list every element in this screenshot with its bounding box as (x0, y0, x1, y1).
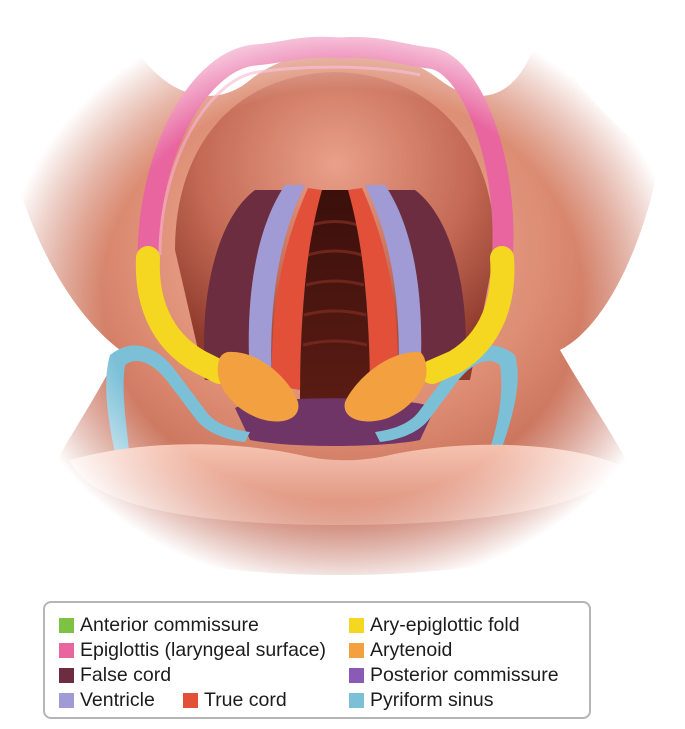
legend-item-false-cord: False cord (59, 663, 171, 687)
legend-label: Pyriform sinus (370, 688, 494, 711)
legend: Anterior commissure Epiglottis (laryngea… (43, 601, 591, 719)
legend-item-pyriform-sinus: Pyriform sinus (349, 688, 494, 712)
legend-label: Posterior commissure (370, 663, 559, 686)
legend-label: Anterior commissure (80, 613, 259, 636)
legend-label: False cord (80, 663, 172, 686)
legend-label: True cord (204, 688, 287, 711)
legend-item-epiglottis: Epiglottis (laryngeal surface) (59, 638, 326, 662)
legend-swatch (59, 642, 74, 658)
legend-item-true-cord: True cord (183, 688, 287, 712)
legend-label: Ary-epiglottic fold (370, 613, 520, 636)
edge-vignette (0, 0, 685, 590)
legend-item-posterior-commissure: Posterior commissure (349, 663, 559, 687)
legend-item-arytenoid: Arytenoid (349, 638, 452, 662)
legend-swatch (349, 617, 364, 633)
legend-swatch (183, 692, 198, 708)
legend-item-ary-epiglottic-fold: Ary-epiglottic fold (349, 613, 520, 637)
legend-swatch (59, 692, 74, 708)
legend-swatch (349, 642, 364, 658)
legend-label: Arytenoid (370, 638, 453, 661)
legend-swatch (349, 667, 364, 683)
legend-swatch (59, 667, 74, 683)
legend-label: Ventricle (80, 688, 155, 711)
legend-label: Epiglottis (laryngeal surface) (80, 638, 327, 661)
legend-item-ventricle: Ventricle (59, 688, 155, 712)
larynx-illustration (0, 0, 685, 590)
legend-swatch (349, 692, 364, 708)
legend-swatch (59, 617, 74, 633)
legend-item-anterior-commissure: Anterior commissure (59, 613, 259, 637)
